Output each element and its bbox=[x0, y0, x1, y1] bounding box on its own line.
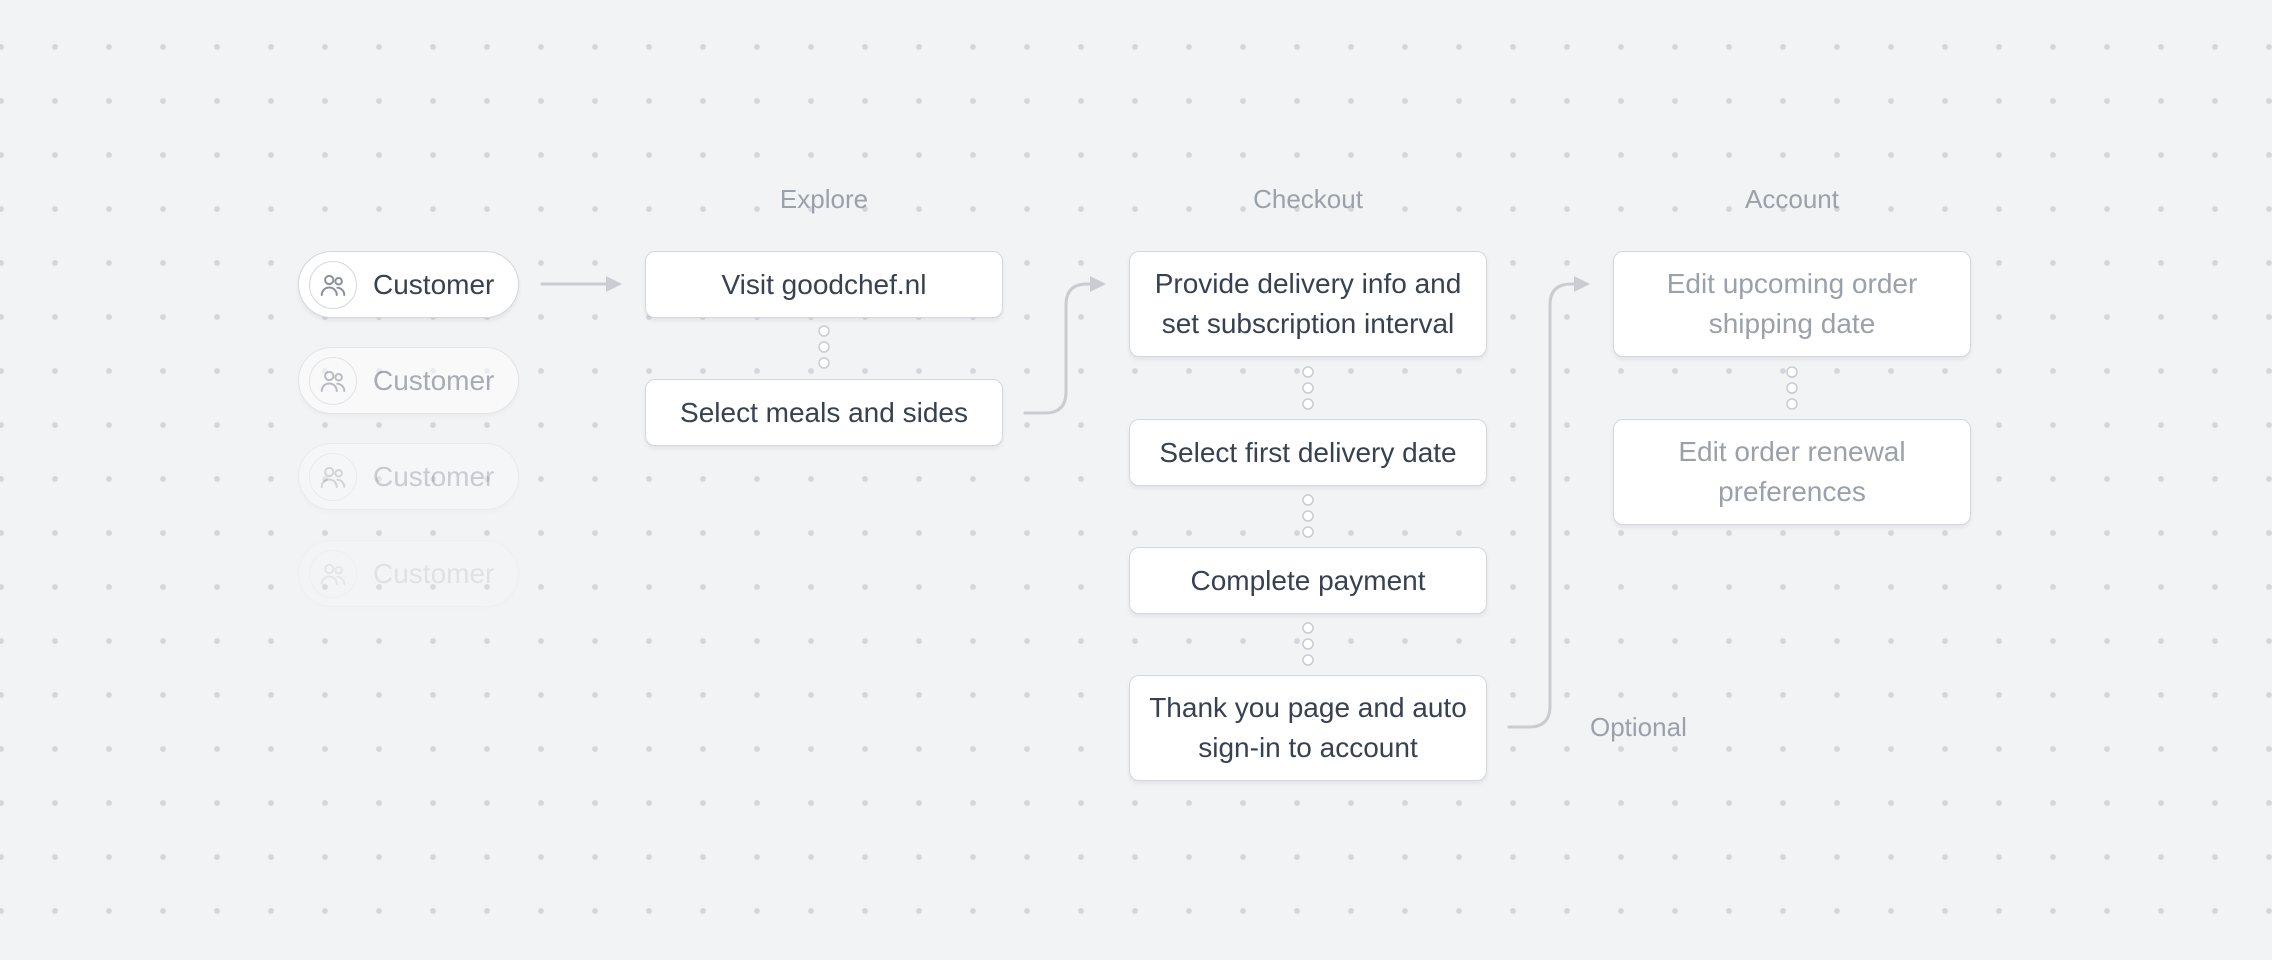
step-visit-site[interactable]: Visit goodchef.nl bbox=[645, 251, 1003, 318]
users-icon bbox=[309, 356, 357, 405]
step-edit-shipping-date[interactable]: Edit upcoming order shipping date bbox=[1613, 251, 1971, 357]
actor-customer-pill[interactable]: Customer bbox=[298, 540, 519, 607]
step-thank-you-page[interactable]: Thank you page and auto sign-in to accou… bbox=[1129, 675, 1487, 781]
arrowhead bbox=[606, 276, 622, 292]
chain-dot bbox=[1302, 382, 1314, 394]
arrowhead bbox=[1090, 276, 1106, 292]
chain-dot bbox=[818, 341, 830, 353]
connector-arrow bbox=[1507, 282, 1580, 729]
connector-arrow bbox=[1023, 282, 1096, 415]
chain-dot bbox=[1302, 366, 1314, 378]
chain-dot bbox=[1786, 382, 1798, 394]
chain-dot bbox=[1302, 654, 1314, 666]
actor-label: Customer bbox=[373, 460, 495, 492]
column-label-checkout: Checkout bbox=[1253, 184, 1363, 214]
chain-dot bbox=[818, 357, 830, 369]
actor-customer-pill[interactable]: Customer bbox=[298, 347, 519, 414]
users-icon bbox=[309, 452, 357, 501]
step-complete-payment[interactable]: Complete payment bbox=[1129, 547, 1487, 614]
chain-dot bbox=[1302, 638, 1314, 650]
step-delivery-info[interactable]: Provide delivery info and set subscripti… bbox=[1129, 251, 1487, 357]
step-select-meals[interactable]: Select meals and sides bbox=[645, 379, 1003, 446]
chain-dot bbox=[1302, 526, 1314, 538]
actor-customer-pill[interactable]: Customer bbox=[298, 443, 519, 510]
actor-label: Customer bbox=[373, 268, 495, 300]
column-label-account: Account bbox=[1745, 184, 1839, 214]
actor-label: Customer bbox=[373, 557, 495, 589]
chain-dot bbox=[1786, 366, 1798, 378]
users-icon bbox=[309, 260, 357, 309]
optional-label: Optional bbox=[1590, 712, 1687, 742]
column-label-explore: Explore bbox=[779, 184, 869, 214]
users-icon bbox=[309, 549, 357, 598]
chain-dot bbox=[1786, 398, 1798, 410]
chain-dot bbox=[818, 325, 830, 337]
chain-dot bbox=[1302, 398, 1314, 410]
chain-dot bbox=[1302, 494, 1314, 506]
actor-label: Customer bbox=[373, 364, 495, 396]
arrowhead bbox=[1574, 276, 1590, 292]
actor-customer-pill[interactable]: Customer bbox=[298, 251, 519, 318]
step-edit-renewal-preferences[interactable]: Edit order renewal preferences bbox=[1613, 419, 1971, 525]
chain-dot bbox=[1302, 622, 1314, 634]
chain-dot bbox=[1302, 510, 1314, 522]
step-first-delivery-date[interactable]: Select first delivery date bbox=[1129, 419, 1487, 486]
